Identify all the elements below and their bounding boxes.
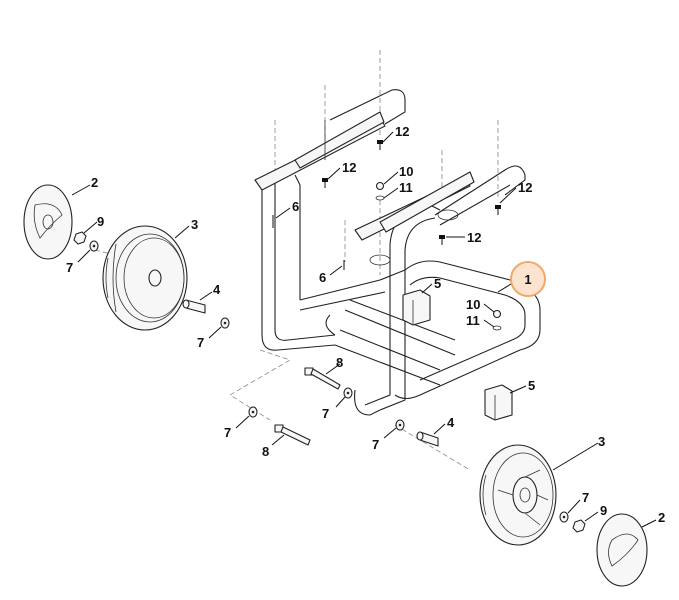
callout-11-mid: 11 — [466, 313, 480, 328]
washers — [89, 240, 569, 523]
callout-5-bottom: 5 — [528, 378, 535, 393]
callout-9-right: 9 — [600, 503, 607, 518]
callout-6-upper: 6 — [292, 199, 299, 214]
wheel-right — [479, 444, 557, 546]
axle-bolt-lower — [274, 424, 311, 446]
hub-cap-right — [596, 513, 648, 587]
callout-4-left: 4 — [213, 282, 221, 297]
callout-7-right-hub: 7 — [582, 490, 589, 505]
callout-3-right: 3 — [598, 434, 605, 449]
callout-labels: 2 9 7 3 4 7 6 6 12 12 10 11 12 12 5 10 1… — [66, 124, 665, 525]
callout-label: 1 — [524, 272, 531, 287]
callout-9-left: 9 — [97, 214, 104, 229]
wheel-left — [102, 225, 188, 331]
callout-10-top: 10 — [399, 164, 413, 179]
hub-cap-left — [23, 184, 73, 260]
mounting-bracket-upper — [402, 289, 431, 326]
nuts-and-washers — [375, 181, 502, 331]
callout-12-a: 12 — [395, 124, 409, 139]
mounting-bracket-lower — [484, 384, 513, 421]
leader-lines — [71, 131, 657, 528]
handle-bolts — [322, 140, 501, 245]
callout-2-right: 2 — [658, 510, 665, 525]
callout-8-lower: 8 — [262, 444, 269, 459]
axle-spacer-right — [416, 431, 439, 447]
callout-7-mid: 7 — [322, 406, 329, 421]
frame — [254, 89, 541, 416]
callout-6-lower: 6 — [319, 270, 326, 285]
callout-5-top: 5 — [434, 276, 441, 291]
callout-7-left-hub: 7 — [66, 260, 73, 275]
axle-bolt-upper — [304, 367, 341, 390]
highlighted-callout-1[interactable]: 1 — [510, 261, 546, 297]
callout-12-c: 12 — [518, 180, 532, 195]
callout-12-d: 12 — [467, 230, 481, 245]
callout-7-left-lower: 7 — [224, 425, 231, 440]
callout-2-left: 2 — [91, 175, 98, 190]
axle-spacer-left — [182, 299, 206, 314]
callout-8-upper: 8 — [336, 355, 343, 370]
hub-nuts — [73, 231, 586, 533]
callout-11-top: 11 — [399, 180, 413, 195]
callout-7-left-axle: 7 — [197, 335, 204, 350]
frame-screws — [272, 215, 345, 270]
callout-12-b: 12 — [342, 160, 356, 175]
callout-7-right-axle: 7 — [372, 437, 379, 452]
callout-4-right: 4 — [447, 415, 455, 430]
callout-3-left: 3 — [191, 217, 198, 232]
callout-10-mid: 10 — [466, 297, 480, 312]
